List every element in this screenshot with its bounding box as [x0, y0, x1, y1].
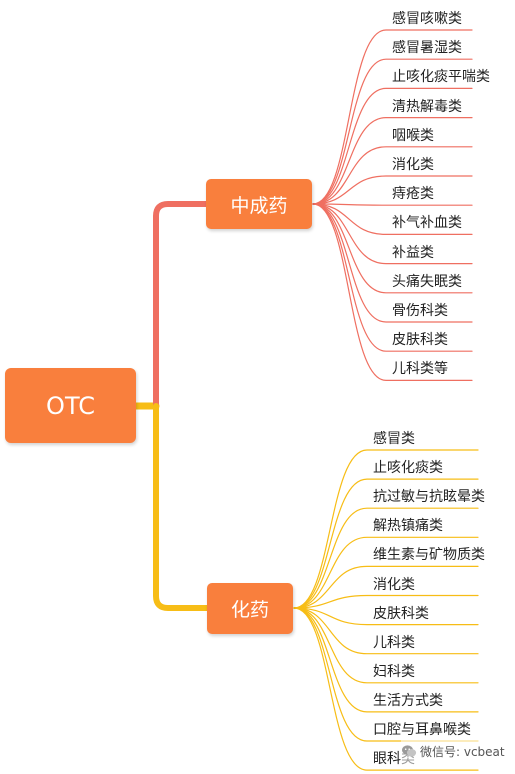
branch-node-chemical: 化药 — [207, 583, 293, 634]
branch-0-leaf-connector — [312, 29, 473, 205]
branch-0-leaf-item: 头痛失眠类 — [392, 273, 462, 290]
branch-node-chemical-label: 化药 — [230, 599, 269, 621]
branch-1-leaf-connector — [293, 449, 479, 609]
branch-0-leaf-item: 骨伤科类 — [392, 303, 448, 319]
branch-1-leaf-item: 维生素与矿物质类 — [373, 547, 485, 564]
watermark: 微信号: vcbeat — [401, 738, 511, 764]
branch-1-leaf-item: 生活方式类 — [373, 692, 443, 709]
branch-1-leaf-connector — [293, 507, 479, 609]
branch-0-leaf-connector — [312, 117, 473, 205]
branch-0-leaf-connector — [312, 203, 473, 381]
branch-1-leaf-item: 抗过敏与抗眩晕类 — [373, 489, 485, 506]
branch-1-leaf-connector — [293, 536, 479, 609]
trunk-to-chemical — [153, 403, 210, 611]
branch-1-leaf-connector — [293, 607, 479, 684]
branch-1-leaf-connector — [293, 594, 479, 609]
branch-0-leaf-connector — [312, 146, 473, 205]
branch-0-leaf-connector — [312, 203, 473, 235]
branch-node-tcm: 中成药 — [206, 179, 312, 229]
branch-1-leaf-item: 消化类 — [373, 576, 415, 593]
branch-1-leaf-connector — [293, 607, 479, 655]
branch-1-leaf-item: 感冒类 — [373, 431, 415, 447]
branch-1-leaf-item: 解热镇痛类 — [373, 518, 443, 535]
branch-1-leaf-item: 口腔与耳鼻喉类 — [373, 722, 471, 738]
branch-1-leaf-item: 儿科类 — [373, 634, 415, 651]
branch-1-leaf-connector — [293, 607, 479, 626]
branch-0-leaf-connector — [312, 87, 473, 205]
branch-1-leaf-connector — [293, 478, 479, 609]
branch-0-leaf-item: 补益类 — [392, 244, 434, 261]
branch-0-leaf-item: 痔疮类 — [392, 186, 434, 203]
branch-0-leaf-item: 感冒暑湿类 — [392, 40, 462, 57]
branch-0-leaf-connector — [312, 58, 473, 205]
branch-1-leaf-connector — [293, 607, 479, 771]
branch-0-leaf-connector — [312, 175, 473, 205]
branch-0-leaf-connector — [312, 203, 473, 294]
branch-0-leaf-connector — [312, 203, 473, 352]
branch-0-leaf-item: 止咳化痰平喘类 — [392, 69, 490, 86]
branch-0-leaf-item: 清热解毒类 — [392, 98, 462, 115]
branch-1-leaf-item: 皮肤科类 — [373, 605, 429, 622]
wechat-icon — [402, 745, 417, 757]
branch-0-leaf-item: 消化类 — [392, 157, 434, 173]
branch-node-tcm-label: 中成药 — [230, 194, 288, 217]
branch-0-leaf-item: 儿科类等 — [392, 361, 448, 378]
branch-0-leaf-item: 补气补血类 — [392, 215, 462, 232]
watermark-text: 微信号: vcbeat — [420, 744, 505, 759]
branch-0-leaf-connector — [312, 203, 473, 323]
branch-1-leaf-connector — [293, 565, 479, 609]
branch-0-leaf-item: 咽喉类 — [392, 127, 434, 144]
branch-0-leaf-item: 皮肤科类 — [392, 332, 448, 349]
root-node: OTC — [5, 368, 136, 443]
branch-1-leaf-item: 妇科类 — [373, 663, 415, 680]
branch-1-leaf-connector — [293, 607, 479, 742]
root-node-label: OTC — [46, 391, 95, 420]
branch-0-leaf-connector — [312, 203, 473, 265]
branch-0-leaf-item: 感冒咳嗽类 — [392, 11, 462, 27]
branch-1-leaf-item: 止咳化痰类 — [373, 460, 443, 477]
branch-0-leaf-connector — [312, 203, 473, 206]
branch-1-leaf-connector — [293, 607, 479, 713]
trunk-to-tcm — [153, 201, 209, 409]
